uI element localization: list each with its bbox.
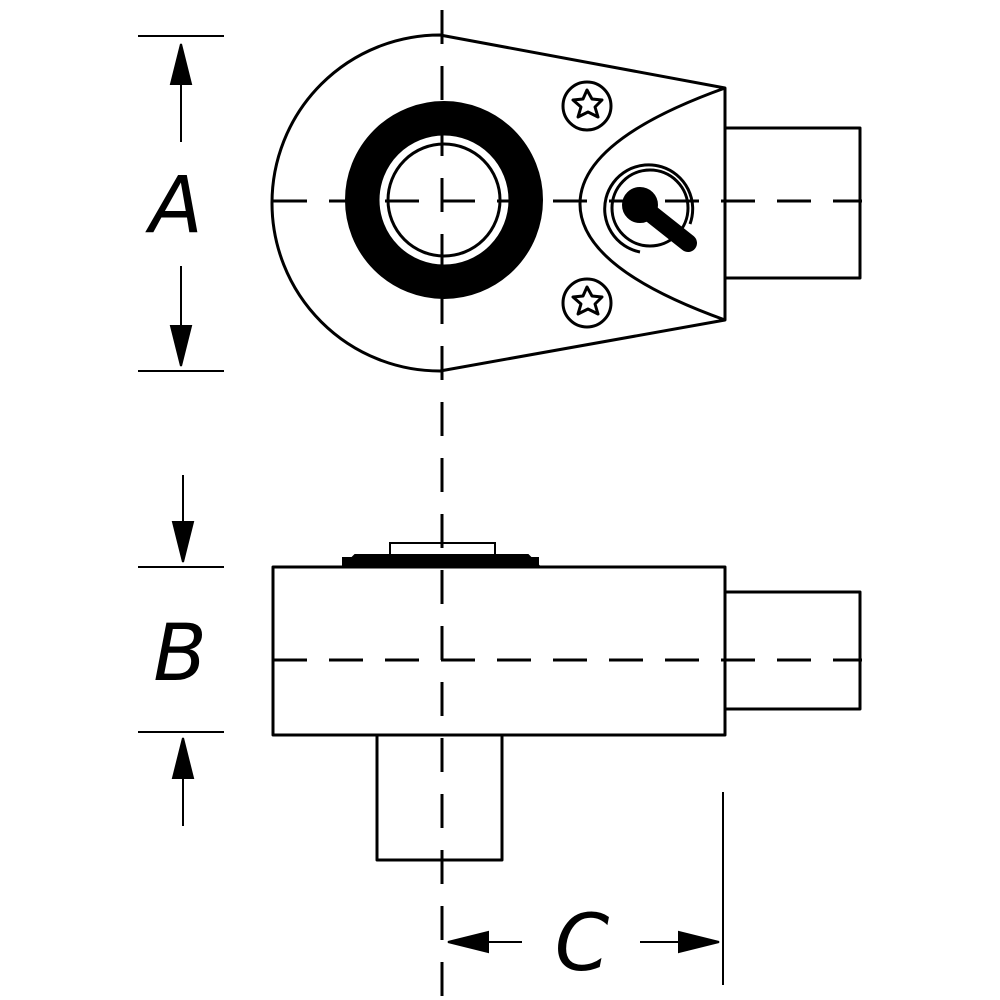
top-view-square-drive (723, 126, 862, 280)
dimension-c: C (447, 792, 724, 989)
center-lines (273, 10, 862, 1000)
side-view-body (271, 565, 727, 737)
dimension-c-left-arrow (447, 930, 489, 954)
dimension-a-down-arrow (169, 325, 193, 367)
top-view-lower-screw (561, 277, 613, 329)
side-view-square-drive (723, 590, 862, 711)
dimension-b: B (138, 475, 224, 826)
top-view (270, 33, 862, 373)
dimension-a-label: A (144, 161, 202, 251)
top-view-reverse-lever (603, 163, 697, 254)
dimension-b-label: B (153, 609, 207, 699)
dimension-c-right-arrow (678, 930, 720, 954)
dimension-a: A (138, 35, 224, 372)
dimension-b-up-arrow (171, 737, 195, 779)
dimension-b-down-arrow (171, 521, 195, 563)
side-view (271, 542, 862, 862)
top-view-upper-screw (561, 80, 613, 132)
side-view-bottom-drive (375, 733, 504, 862)
top-view-pawl-housing-arc (578, 86, 726, 322)
dimension-a-up-arrow (169, 43, 193, 85)
side-view-top-plate-bevel (340, 554, 543, 568)
top-view-head-outline (270, 33, 727, 373)
dimension-c-label: C (555, 899, 610, 989)
